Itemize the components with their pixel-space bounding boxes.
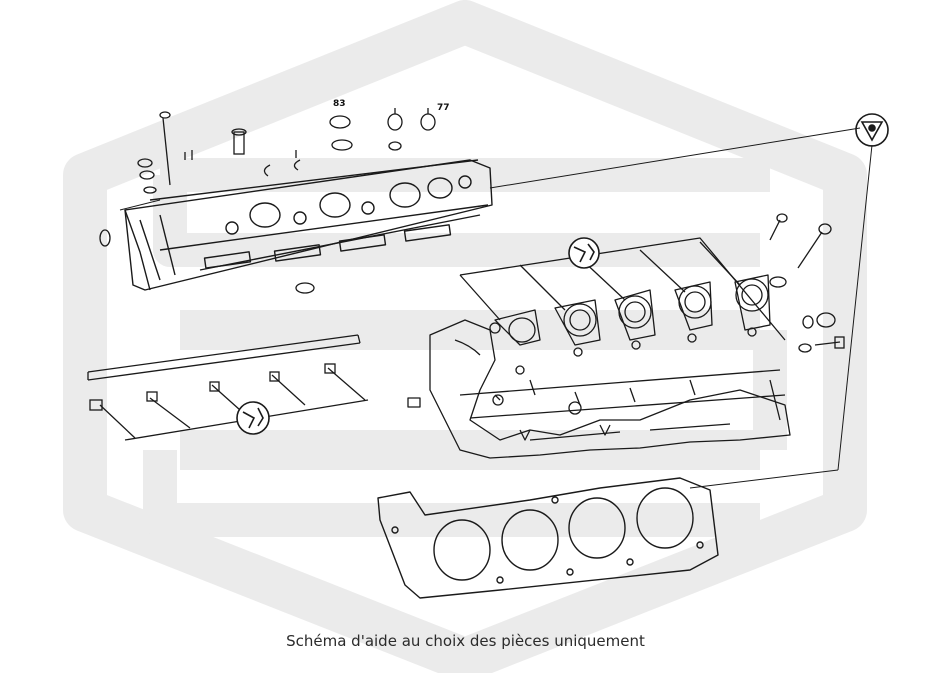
watermark-logo	[63, 0, 867, 673]
hardware-bolts	[769, 213, 845, 353]
wrench-icon	[568, 237, 600, 269]
nut-icon	[855, 113, 889, 147]
leader-lines	[119, 127, 873, 489]
rocker-assembly	[459, 237, 786, 375]
callout-83: 83	[333, 99, 346, 109]
diagram-caption: Schéma d'aide au choix des pièces unique…	[286, 632, 645, 650]
fuel-rail	[87, 334, 369, 441]
cylinder-head	[124, 159, 493, 291]
timing-cover	[407, 319, 791, 459]
head-small-parts	[99, 108, 436, 294]
head-gasket	[377, 477, 719, 599]
wrench-icon-left	[236, 401, 270, 435]
callout-77: 77	[437, 103, 450, 113]
